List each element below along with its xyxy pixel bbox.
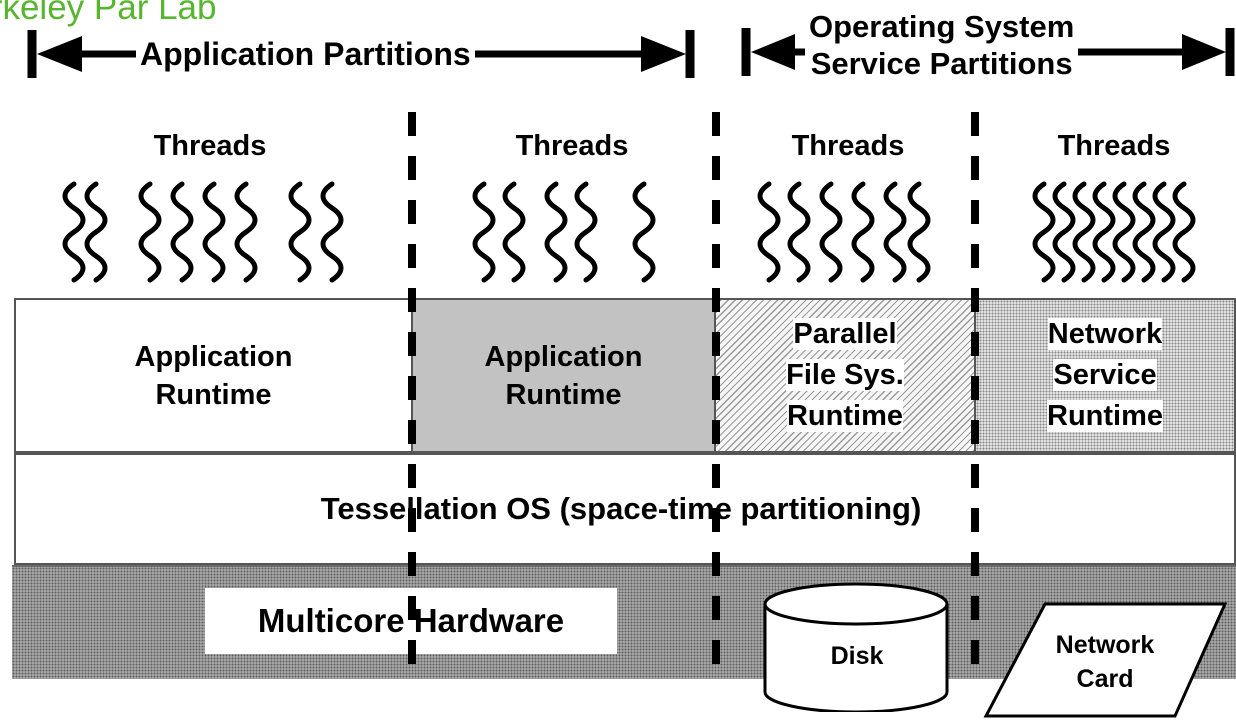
threads-label-3: Threads bbox=[791, 130, 905, 162]
thread-squiggle-icon bbox=[1132, 181, 1156, 283]
thread-squiggle-icon bbox=[1152, 181, 1176, 283]
thread-squiggle-icon bbox=[170, 181, 194, 283]
thread-squiggle-icon bbox=[84, 181, 108, 283]
os-layer: Tessellation OS (space-time partitioning… bbox=[14, 453, 1236, 565]
thread-squiggle-icon bbox=[1052, 181, 1076, 283]
disk-icon bbox=[763, 582, 949, 712]
thread-group-4 bbox=[1032, 181, 1196, 283]
page-title: Berkeley Par Lab bbox=[0, 0, 217, 27]
thread-group-2 bbox=[472, 181, 656, 283]
thread-squiggle-icon bbox=[138, 181, 162, 283]
threads-label-1: Threads bbox=[153, 130, 267, 162]
thread-squiggle-icon bbox=[202, 181, 226, 283]
disk-label: Disk bbox=[830, 642, 884, 670]
app-arrow-right-icon bbox=[641, 36, 686, 72]
thread-squiggle-icon bbox=[907, 181, 931, 283]
thread-squiggle-icon bbox=[632, 181, 656, 283]
thread-squiggle-icon bbox=[1092, 181, 1116, 283]
os-partitions-title: Operating System Service Partitions bbox=[805, 10, 1079, 81]
thread-squiggle-icon bbox=[62, 181, 86, 283]
app-arrow-left-icon bbox=[37, 36, 82, 72]
thread-squiggle-icon bbox=[288, 181, 312, 283]
runtime-box-3: Parallel File Sys. Runtime bbox=[716, 298, 976, 453]
thread-squiggle-icon bbox=[883, 181, 907, 283]
thread-squiggle-icon bbox=[502, 181, 526, 283]
thread-squiggle-icon bbox=[757, 181, 781, 283]
os-arrow-left-icon bbox=[751, 34, 795, 70]
os-arrow-right-icon bbox=[1182, 34, 1226, 70]
runtime-label-3: Parallel File Sys. Runtime bbox=[786, 318, 904, 432]
runtime-box-4: Network Service Runtime bbox=[976, 298, 1236, 453]
thread-squiggle-icon bbox=[787, 181, 811, 283]
thread-squiggle-icon bbox=[1072, 181, 1096, 283]
thread-squiggle-icon bbox=[1172, 181, 1196, 283]
thread-squiggle-icon bbox=[320, 181, 344, 283]
thread-squiggle-icon bbox=[472, 181, 496, 283]
threads-label-2: Threads bbox=[515, 130, 629, 162]
runtime-label-4: Network Service Runtime bbox=[1047, 318, 1163, 432]
thread-squiggle-icon bbox=[851, 181, 875, 283]
thread-squiggle-icon bbox=[544, 181, 568, 283]
network-card-label: Network Card bbox=[1055, 631, 1155, 693]
application-partitions-title: Application Partitions bbox=[136, 37, 475, 71]
thread-squiggle-icon bbox=[1112, 181, 1136, 283]
thread-squiggle-icon bbox=[819, 181, 843, 283]
thread-squiggle-icon bbox=[1032, 181, 1056, 283]
thread-group-1 bbox=[62, 181, 344, 283]
thread-group-3 bbox=[757, 181, 931, 283]
thread-squiggle-icon bbox=[574, 181, 598, 283]
threads-label-4: Threads bbox=[1057, 130, 1171, 162]
thread-squiggle-icon bbox=[234, 181, 258, 283]
os-layer-label: Tessellation OS (space-time partitioning… bbox=[320, 491, 922, 526]
